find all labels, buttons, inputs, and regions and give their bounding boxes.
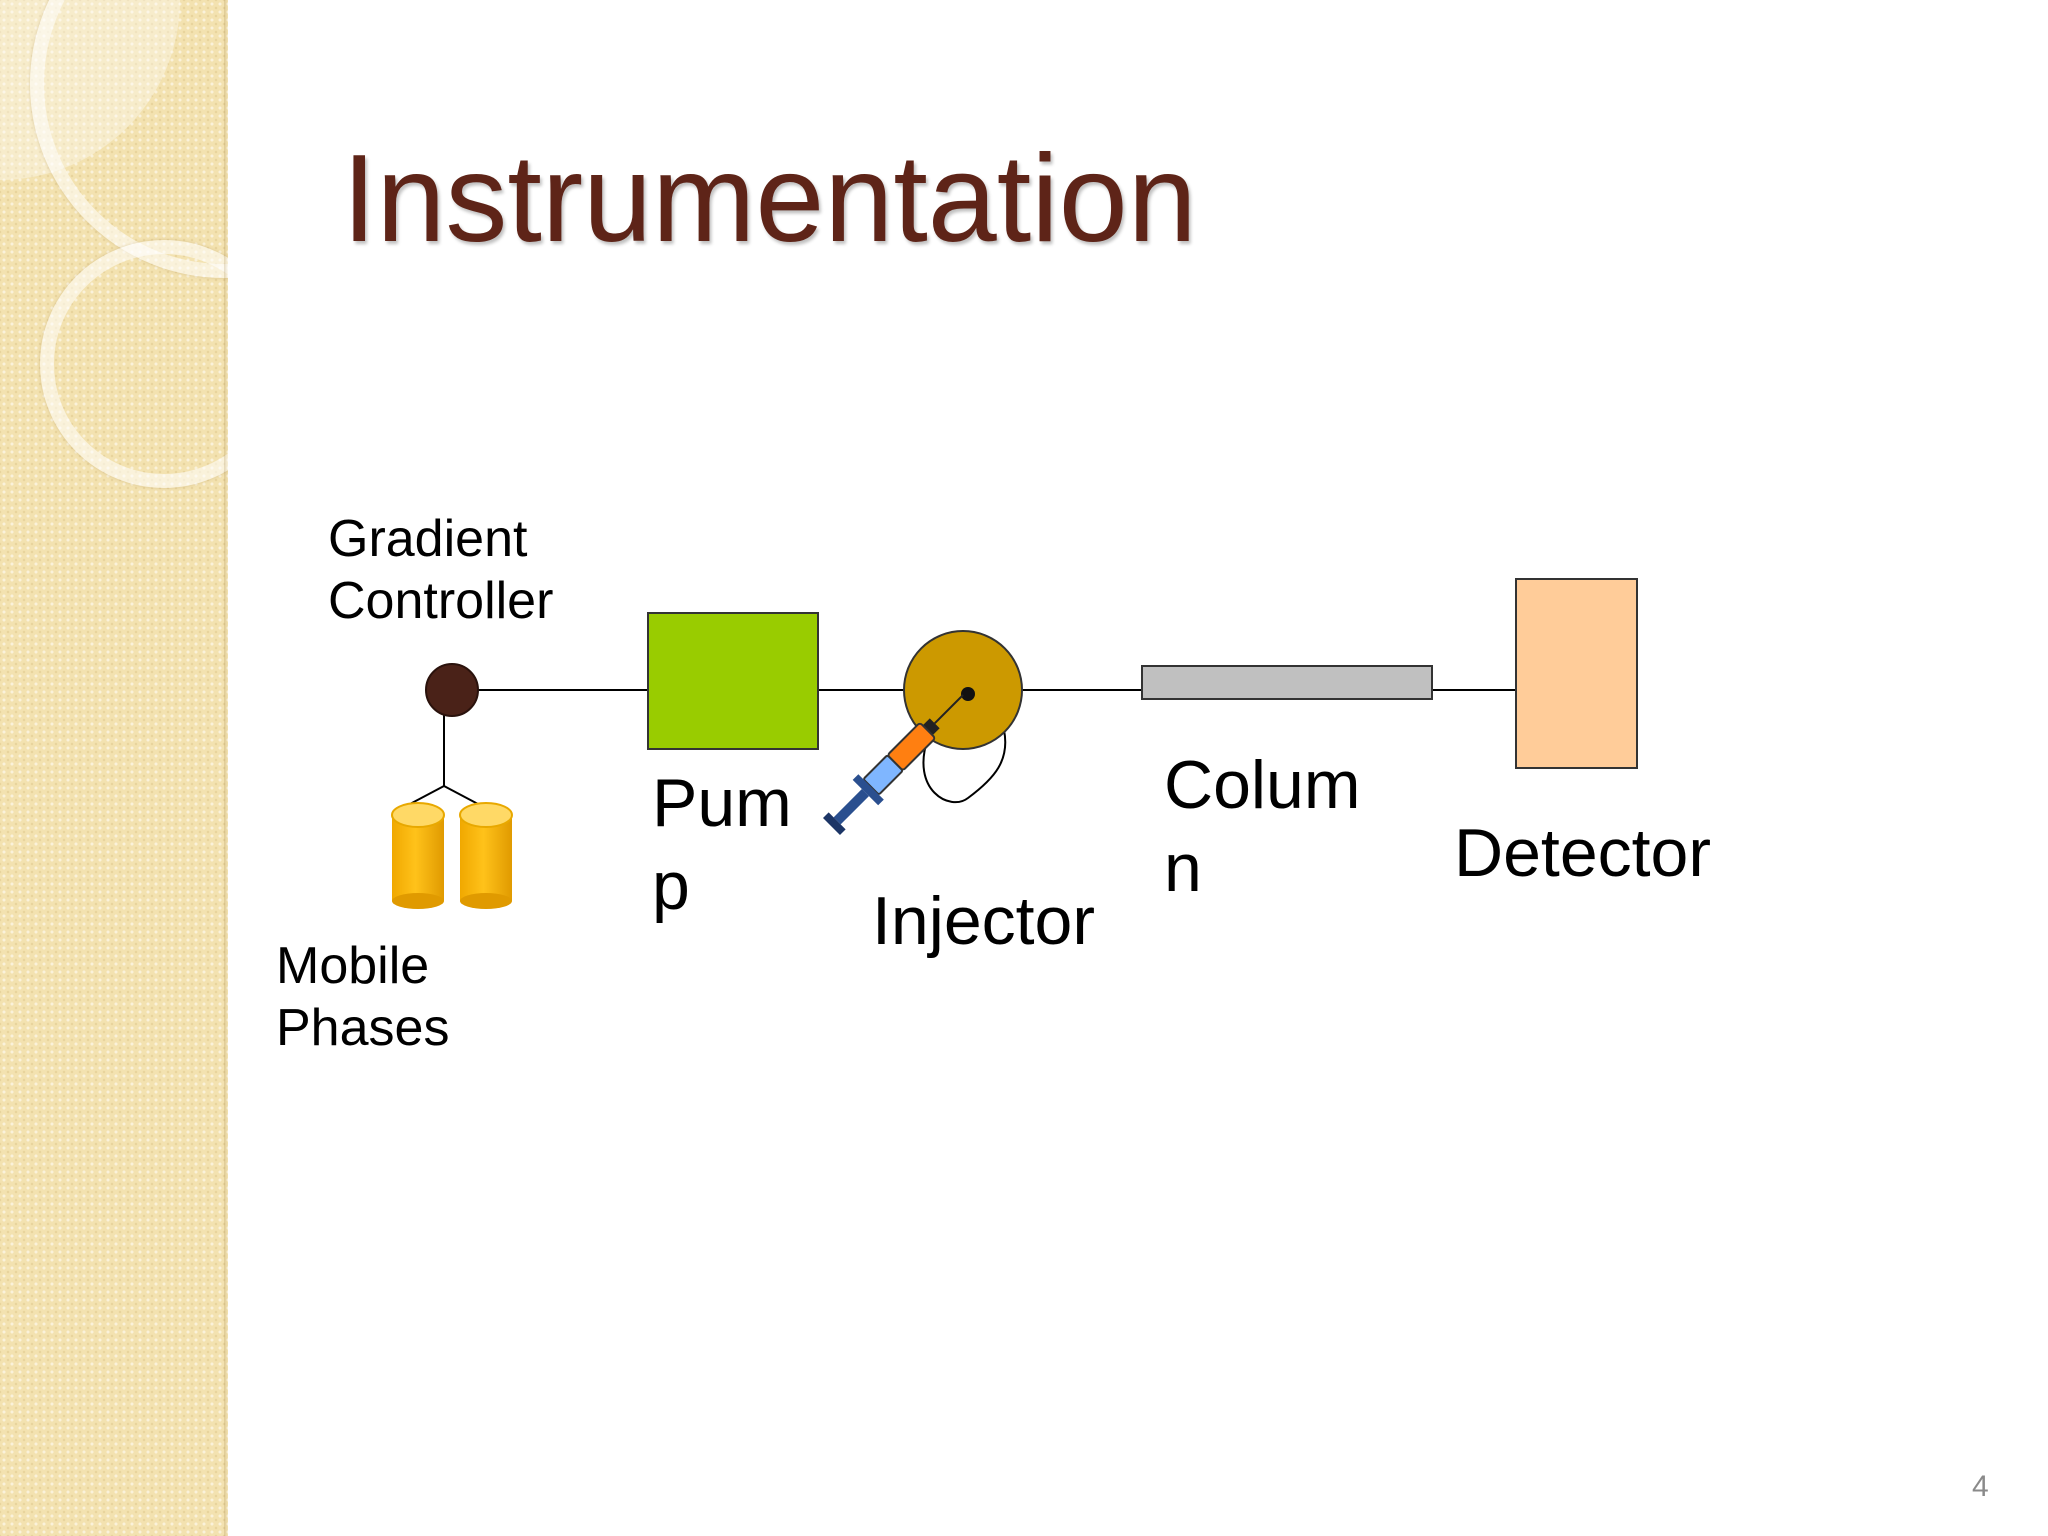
- column-label-line2: n: [1164, 829, 1202, 906]
- injector-port: [961, 687, 975, 701]
- gradient-controller-label-line1: Gradient: [328, 510, 528, 568]
- detector-box: [1515, 578, 1638, 769]
- injector-loop: [922, 729, 1007, 804]
- column-label-line1: Colum: [1164, 747, 1361, 823]
- slide-title: Instrumentation: [342, 130, 1197, 268]
- column-tube: [1141, 665, 1433, 700]
- pump-label-line2: p: [652, 847, 690, 924]
- mobile-phase-bottle-right: [459, 802, 513, 909]
- tube-branch-left: [409, 785, 445, 805]
- tube-branch-right: [443, 785, 479, 805]
- page-number: 4: [1972, 1470, 1989, 1503]
- sidebar-edge-shadow: [224, 0, 228, 1536]
- mobile-phases-label-line2: Phases: [276, 999, 450, 1058]
- mobile-phase-bottle-left: [391, 802, 445, 909]
- mobile-phases-label-line1: Mobile: [276, 937, 430, 995]
- detector-label: Detector: [1454, 815, 1711, 891]
- gradient-controller-label-line2: Controller: [328, 572, 554, 631]
- mobile-phases-label: Mobile Phases: [276, 935, 449, 1060]
- gradient-controller-node: [425, 663, 479, 717]
- decorative-sidebar: [0, 0, 228, 1536]
- column-label: Colum n: [1164, 744, 1361, 910]
- injector-label: Injector: [872, 883, 1095, 959]
- pump-label: Pum p: [652, 762, 792, 928]
- syringe-icon: [822, 694, 964, 836]
- pump-block: [647, 612, 819, 750]
- gradient-controller-label: Gradient Controller: [328, 508, 553, 633]
- pump-label-line1: Pum: [652, 765, 792, 841]
